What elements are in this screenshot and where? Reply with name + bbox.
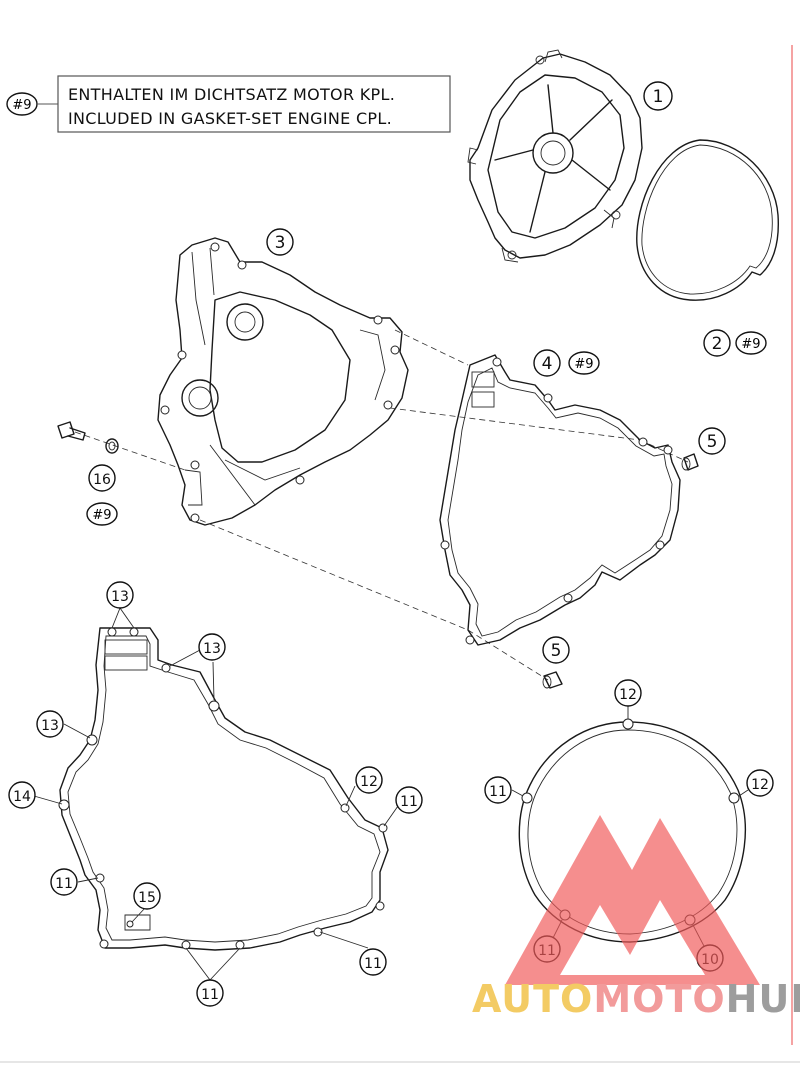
- callout-13-c: 13: [36, 710, 64, 738]
- svg-text:12: 12: [619, 687, 637, 703]
- svg-text:12: 12: [360, 774, 378, 790]
- callout-16: 16 #9: [86, 464, 118, 526]
- part-16-screw-washer: [57, 421, 119, 454]
- callout-2: 2 #9: [703, 329, 767, 357]
- callout-12-a: 12: [355, 766, 383, 794]
- svg-text:AUTOMOTOHUB: AUTOMOTOHUB: [472, 977, 800, 1021]
- callout-11-b: 11: [196, 979, 224, 1007]
- callout-12-ring-right: 12: [746, 769, 774, 797]
- callout-12-top: 12: [614, 679, 642, 707]
- note-legend: #9 ENTHALTEN IM DICHTSATZ MOTOR KPL. INC…: [6, 75, 451, 133]
- callout-13-a: 13: [106, 581, 134, 609]
- callout-15: 15: [133, 882, 161, 910]
- svg-text:#9: #9: [741, 337, 760, 352]
- svg-text:5: 5: [551, 641, 562, 661]
- svg-text:13: 13: [111, 589, 129, 605]
- note-ref-label: #9: [12, 98, 31, 113]
- note-line-german: ENTHALTEN IM DICHTSATZ MOTOR KPL.: [68, 85, 395, 104]
- callout-11-c: 11: [359, 948, 387, 976]
- callout-14: 14: [8, 781, 36, 809]
- svg-text:11: 11: [400, 794, 418, 810]
- part-4-housing-gasket: [439, 354, 681, 646]
- callout-1: 1: [643, 81, 673, 111]
- note-line-english: INCLUDED IN GASKET-SET ENGINE CPL.: [68, 109, 392, 128]
- part-5-dowel-lower: [542, 671, 563, 689]
- svg-text:#9: #9: [92, 508, 111, 523]
- callout-13-b: 13: [198, 633, 226, 661]
- gasket-detail-large: [33, 607, 399, 981]
- watermark-logo: AUTOMOTOHUB: [472, 815, 800, 1021]
- svg-text:11: 11: [364, 956, 382, 972]
- callout-11-a: 11: [50, 868, 78, 896]
- svg-text:4: 4: [542, 354, 553, 374]
- svg-text:#9: #9: [574, 357, 593, 372]
- watermark-auto: AUTO: [472, 977, 593, 1021]
- callout-5-lower: 5: [542, 636, 570, 664]
- part-1-clutch-cover-outer: [467, 49, 643, 263]
- svg-text:11: 11: [55, 876, 73, 892]
- callout-4: 4 #9: [533, 349, 600, 377]
- svg-text:12: 12: [751, 777, 769, 793]
- watermark-triangle-icon: [505, 815, 760, 985]
- svg-text:2: 2: [712, 334, 723, 354]
- svg-text:16: 16: [93, 472, 111, 488]
- svg-text:13: 13: [203, 641, 221, 657]
- callout-5-upper: 5: [698, 427, 726, 455]
- svg-text:11: 11: [201, 987, 219, 1003]
- part-5-dowel-upper: [681, 453, 699, 471]
- svg-text:5: 5: [707, 432, 718, 452]
- part-2-o-ring: [636, 139, 780, 301]
- svg-text:11: 11: [489, 784, 507, 800]
- svg-text:13: 13: [41, 718, 59, 734]
- callout-11-d: 11: [395, 786, 423, 814]
- svg-text:1: 1: [653, 87, 664, 107]
- svg-text:3: 3: [275, 233, 286, 253]
- callout-3: 3: [266, 228, 294, 256]
- watermark-hub: HUB: [726, 977, 800, 1021]
- part-3-clutch-housing: [157, 237, 409, 526]
- alignment-lines: [74, 329, 689, 681]
- callout-11-ring-left: 11: [484, 776, 512, 804]
- note-box: [57, 75, 451, 133]
- svg-text:14: 14: [13, 789, 31, 805]
- watermark-moto: MOTO: [593, 977, 725, 1021]
- svg-text:15: 15: [138, 890, 156, 906]
